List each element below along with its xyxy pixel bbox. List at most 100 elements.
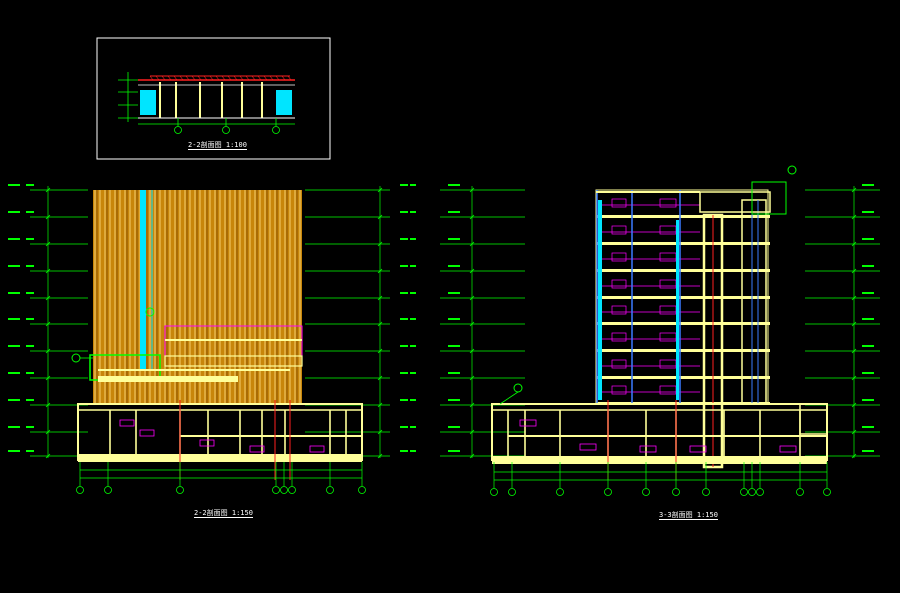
right-room-furniture xyxy=(659,332,677,342)
right-grid-bubble xyxy=(556,488,564,496)
left-section-caption: 2-2剖面图 1:150 xyxy=(194,509,253,518)
right-level-tag xyxy=(448,450,460,452)
right-room-furniture xyxy=(611,332,627,342)
right-level-tag xyxy=(448,318,460,320)
right-tower-slab xyxy=(596,242,706,245)
left-level-tag xyxy=(26,372,34,374)
left-furniture xyxy=(309,445,325,453)
right-callout-bubble xyxy=(787,165,797,175)
right-level-tag xyxy=(410,450,416,452)
right-tower-slab-east xyxy=(700,296,770,299)
right-grid-bubble xyxy=(702,488,710,496)
right-level-tag xyxy=(400,184,408,186)
right-grid-bubble xyxy=(748,488,756,496)
inset-roof-hatch xyxy=(281,75,286,81)
left-level-tag xyxy=(8,238,20,240)
left-furniture xyxy=(139,429,155,437)
right-grid-bubble xyxy=(490,488,498,496)
inset-roof-hatch xyxy=(197,75,202,81)
right-level-tag xyxy=(448,399,460,401)
left-furniture xyxy=(119,419,135,427)
right-level-tag xyxy=(400,345,408,347)
right-level-tag xyxy=(862,238,874,240)
right-grid-bubble xyxy=(823,488,831,496)
left-level-tag xyxy=(26,211,34,213)
left-grid-bubble xyxy=(288,486,296,494)
right-grid-bubble xyxy=(642,488,650,496)
right-level-tag xyxy=(400,372,408,374)
right-level-tag xyxy=(862,426,874,428)
inset-roof-hatch xyxy=(263,75,268,81)
left-dim-tick-right xyxy=(377,214,383,220)
left-dim-tick xyxy=(45,321,51,327)
inset-roof-hatch xyxy=(239,75,244,81)
left-dim-tick-right xyxy=(377,295,383,301)
left-grid-bubble xyxy=(280,486,288,494)
right-east-stair xyxy=(741,199,767,405)
left-dim-tick xyxy=(45,453,51,459)
right-level-tag xyxy=(448,184,460,186)
left-dim-tick-right xyxy=(377,187,383,193)
inset-roof-hatch xyxy=(191,75,196,81)
left-grid-bubble xyxy=(176,486,184,494)
inset-grid-bubble xyxy=(174,126,182,134)
right-callout-leader xyxy=(499,391,519,405)
right-room-furniture xyxy=(611,198,627,208)
right-level-tag xyxy=(862,345,874,347)
left-dim-tick-right xyxy=(377,375,383,381)
right-level-tag xyxy=(410,345,416,347)
left-section xyxy=(8,184,416,494)
inset-roof-hatch xyxy=(275,75,280,81)
inset-glass-left xyxy=(140,90,156,115)
right-glass-strip xyxy=(598,200,602,400)
right-level-tag xyxy=(448,345,460,347)
left-furniture xyxy=(199,439,215,447)
right-furniture xyxy=(689,445,707,453)
left-grid-bubble xyxy=(76,486,84,494)
right-tower-slab xyxy=(596,322,706,325)
right-level-tag xyxy=(400,426,408,428)
left-furniture xyxy=(249,445,265,453)
right-level-tag xyxy=(448,426,460,428)
left-dim-tick xyxy=(45,241,51,247)
right-callout-cloud xyxy=(751,181,787,215)
right-furniture xyxy=(639,445,657,453)
left-grid-bubble xyxy=(358,486,366,494)
right-tower-slab-east xyxy=(700,269,770,272)
right-level-tag xyxy=(862,450,874,452)
left-glass-strip xyxy=(140,190,146,370)
left-level-tag xyxy=(8,345,20,347)
right-level-tag xyxy=(448,265,460,267)
left-level-tag xyxy=(8,399,20,401)
left-level-tag xyxy=(8,372,20,374)
right-section xyxy=(440,165,880,496)
right-furniture xyxy=(519,419,537,427)
right-level-tag xyxy=(862,265,874,267)
right-level-tag xyxy=(400,292,408,294)
left-level-tag xyxy=(8,426,20,428)
right-roof-box xyxy=(699,191,771,213)
left-dim-tick xyxy=(45,187,51,193)
left-dim-tick-right xyxy=(377,429,383,435)
left-level-tag xyxy=(8,265,20,267)
right-grid-bubble xyxy=(604,488,612,496)
inset-roof-hatch xyxy=(257,75,262,81)
right-level-tag xyxy=(410,318,416,320)
right-level-tag xyxy=(448,238,460,240)
left-level-tag xyxy=(26,238,34,240)
right-level-tag xyxy=(410,399,416,401)
right-level-tag xyxy=(410,265,416,267)
right-level-tag xyxy=(448,372,460,374)
right-room-furniture xyxy=(611,252,627,262)
right-level-tag xyxy=(448,211,460,213)
left-dim-tick-right xyxy=(377,402,383,408)
right-grid-bubble xyxy=(796,488,804,496)
right-level-tag xyxy=(400,238,408,240)
inset-roof-hatch xyxy=(179,75,184,81)
inset-roof-hatch xyxy=(287,75,292,81)
inset-glass-right xyxy=(276,90,292,115)
right-furniture xyxy=(579,443,597,451)
left-level-tag xyxy=(26,184,34,186)
right-level-tag xyxy=(862,292,874,294)
